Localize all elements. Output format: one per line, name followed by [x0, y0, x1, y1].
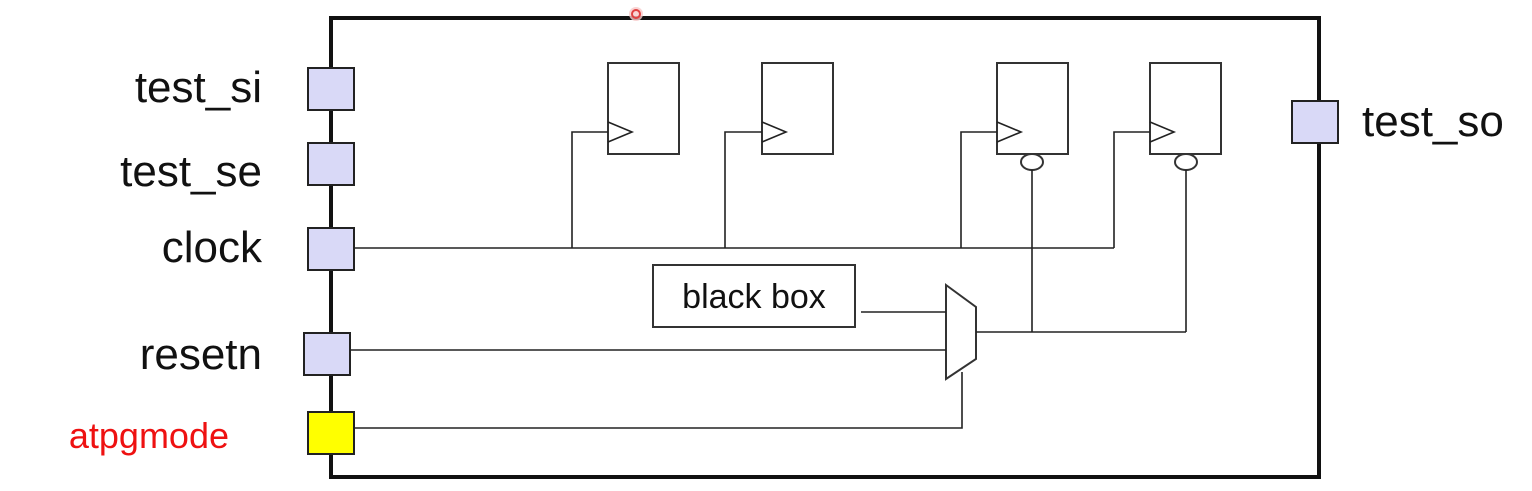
clock-triangle-icon: [761, 121, 789, 143]
flip-flop-3: [996, 62, 1069, 171]
clock-net: [354, 131, 1150, 249]
flip-flop-2: [761, 62, 834, 155]
reset-bubble-icon: [1020, 153, 1044, 171]
atpgmode-pad[interactable]: [307, 411, 355, 455]
black-box-label: black box: [682, 278, 826, 316]
atpgmode-select-wire: [354, 372, 963, 429]
clock-triangle-icon: [1149, 121, 1177, 143]
black-box: black box: [652, 264, 856, 328]
test-se-label: test_se: [120, 147, 262, 196]
clock-triangle-icon: [607, 121, 635, 143]
resetn-label: resetn: [140, 330, 262, 379]
flip-flop-1: [607, 62, 680, 155]
reset-bubble-icon: [1174, 153, 1198, 171]
test-so-label: test_so: [1362, 97, 1504, 146]
test-si-label: test_si: [135, 63, 262, 112]
test-si-pad[interactable]: [307, 67, 355, 111]
cursor-marker: [629, 7, 643, 21]
clock-pad[interactable]: [307, 227, 355, 271]
clock-label: clock: [162, 223, 263, 272]
reset-net: [976, 170, 1187, 333]
resetn-pad[interactable]: [303, 332, 351, 376]
atpgmode-label: atpgmode: [69, 415, 229, 456]
test-se-pad[interactable]: [307, 142, 355, 186]
test-so-pad[interactable]: [1291, 100, 1339, 144]
reset-mux: [945, 283, 977, 381]
flip-flop-4: [1149, 62, 1222, 171]
clock-triangle-icon: [996, 121, 1024, 143]
